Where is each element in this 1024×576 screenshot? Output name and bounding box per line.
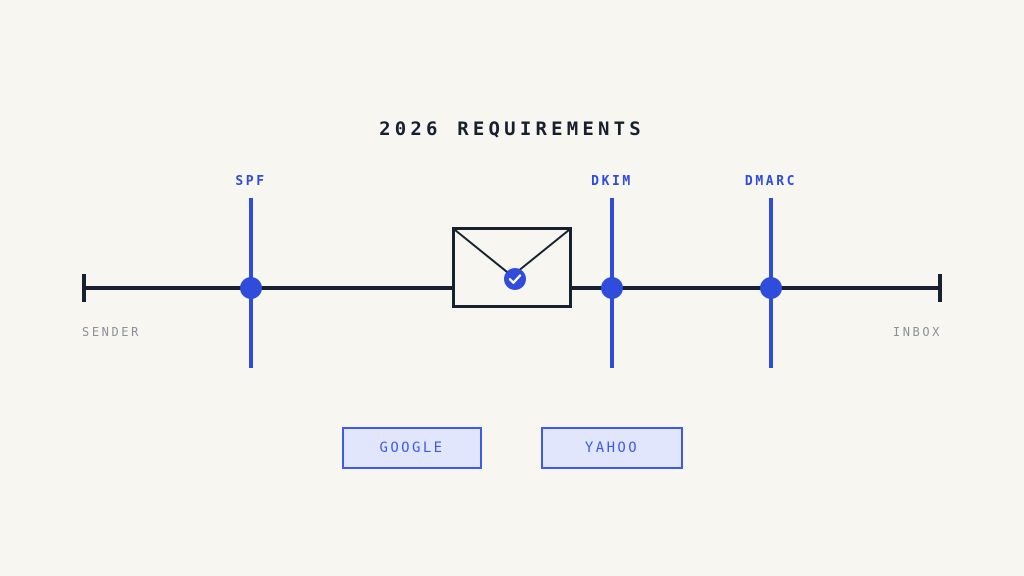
provider-button-yahoo[interactable]: YAHOO	[541, 427, 683, 469]
envelope-icon	[452, 227, 572, 308]
milestone-dot[interactable]	[760, 277, 782, 299]
timeline-end-cap	[938, 274, 942, 302]
milestone-label-dmarc: DMARC	[744, 174, 798, 189]
provider-button-google[interactable]: GOOGLE	[342, 427, 482, 469]
timeline-start-cap	[82, 274, 86, 302]
milestone-label-dkim: DKIM	[591, 174, 633, 189]
timeline-end-label: INBOX	[892, 325, 942, 339]
check-badge-icon	[504, 268, 526, 290]
milestone-label-spf: SPF	[235, 174, 267, 189]
timeline-start-label: SENDER	[82, 325, 141, 339]
page-title: 2026 REQUIREMENTS	[379, 118, 645, 140]
milestone-dot[interactable]	[601, 277, 623, 299]
milestone-dot[interactable]	[240, 277, 262, 299]
